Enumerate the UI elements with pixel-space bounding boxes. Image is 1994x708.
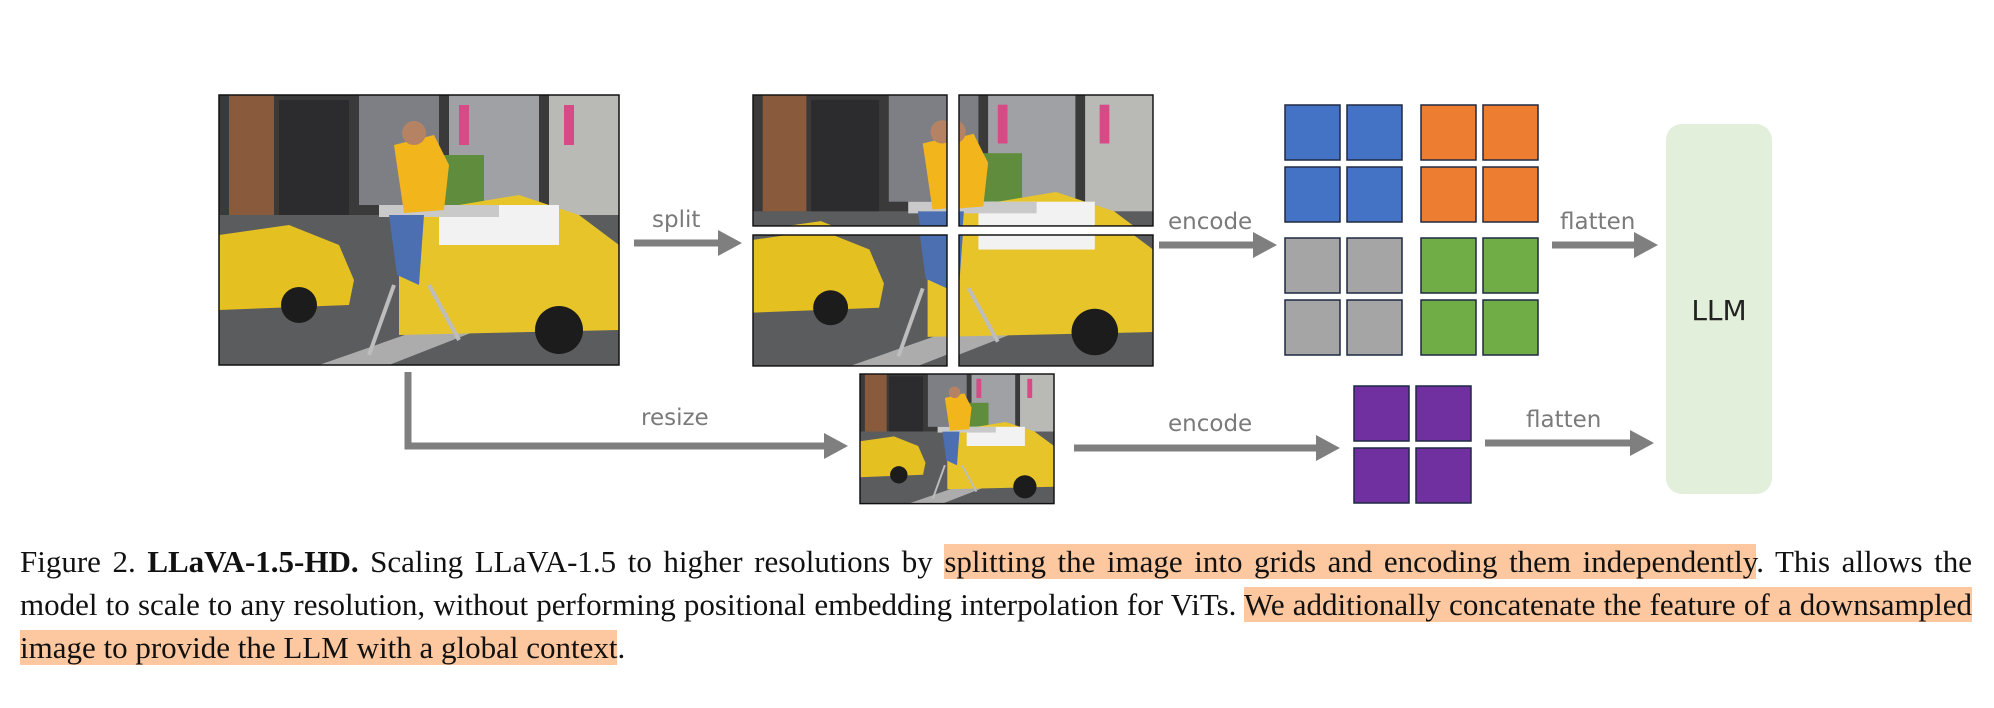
caption-text-2: . This allows the model to scale to any … xyxy=(20,544,1972,622)
figure-title: LLaVA-1.5-HD. xyxy=(147,544,359,579)
caption-text-1: Scaling LLaVA-1.5 to higher resolutions … xyxy=(358,544,945,579)
flatten-arrow-top: flatten xyxy=(1552,209,1658,258)
architecture-diagram: split encode xyxy=(217,93,1772,505)
crop-grid xyxy=(752,94,1154,367)
crop-top-left xyxy=(752,94,948,227)
caption-text-3: . xyxy=(617,630,626,665)
crop-bottom-right xyxy=(958,234,1154,367)
encode-label-bottom: encode xyxy=(1168,411,1252,437)
crop-top-right xyxy=(958,94,1154,227)
llm-box: LLM xyxy=(1666,124,1772,494)
encode-label-top: encode xyxy=(1168,209,1252,235)
flatten-label-top: flatten xyxy=(1560,209,1635,235)
caption-highlight-1: splitting the image into grids and encod… xyxy=(944,544,1757,579)
encode-arrow-top: encode xyxy=(1159,209,1277,258)
downsampled-image xyxy=(859,373,1055,505)
main-image xyxy=(217,93,621,367)
encode-arrow-bottom: encode xyxy=(1074,411,1340,461)
global-feature-grid xyxy=(1353,385,1472,504)
crop-bottom-left xyxy=(752,234,948,367)
llm-label: LLM xyxy=(1691,294,1746,327)
figure-number: Figure 2. xyxy=(20,544,136,579)
feature-grid xyxy=(1284,104,1539,356)
flatten-label-bottom: flatten xyxy=(1526,407,1601,433)
split-arrow: split xyxy=(634,207,742,256)
split-label: split xyxy=(652,207,700,233)
figure-caption: Figure 2. LLaVA-1.5-HD. Scaling LLaVA-1.… xyxy=(20,540,1972,669)
resize-arrow: resize xyxy=(404,372,848,459)
resize-label: resize xyxy=(641,405,709,431)
flatten-arrow-bottom: flatten xyxy=(1485,407,1654,456)
